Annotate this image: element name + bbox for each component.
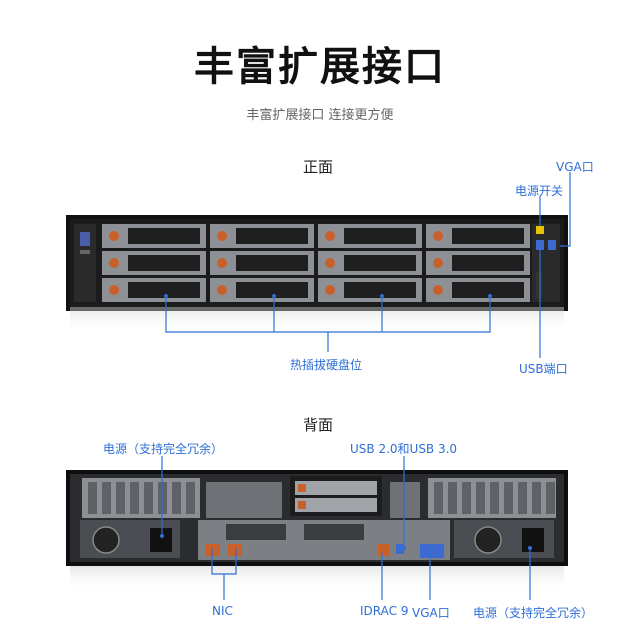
drive-bay (318, 278, 422, 302)
drive-bay-grid (102, 224, 530, 302)
psu-left-handle (150, 528, 172, 552)
expansion-slot (434, 482, 443, 514)
psu-right-handle (522, 528, 544, 552)
drive-led (433, 258, 443, 268)
expansion-slot (504, 482, 513, 514)
nic-port-1 (206, 544, 220, 556)
expansion-slot (116, 482, 125, 514)
drive-led (109, 258, 119, 268)
drive-led (109, 231, 119, 241)
idrac-port (378, 544, 390, 556)
drive-led (217, 258, 227, 268)
vga-port-icon (548, 240, 556, 250)
drive-led (217, 285, 227, 295)
drive-led (325, 231, 335, 241)
drive-bay (318, 251, 422, 275)
psu-right-label: 电源（支持完全冗余） (473, 606, 594, 620)
drive-bay (426, 251, 530, 275)
vga-label-front: VGA口 (556, 160, 594, 174)
drive-bay (210, 251, 314, 275)
expansion-slot (144, 482, 153, 514)
expansion-slot (476, 482, 485, 514)
nic-label: NIC (212, 604, 233, 618)
vga-rear-port (420, 544, 444, 558)
usb-rear-port (396, 544, 404, 554)
drive-bay (102, 224, 206, 248)
power-switch-label: 电源开关 (515, 184, 564, 198)
usb-port-icon (536, 240, 544, 250)
drive-bay (210, 278, 314, 302)
expansion-slot (88, 482, 97, 514)
expansion-slot (130, 482, 139, 514)
drive-bay (102, 251, 206, 275)
expansion-slot (518, 482, 527, 514)
drive-led (109, 285, 119, 295)
back-section-label: 背面 (302, 416, 333, 434)
expansion-slot (532, 482, 541, 514)
drive-led (325, 285, 335, 295)
drive-bay (426, 224, 530, 248)
drive-bay (426, 278, 530, 302)
page-subtitle: 丰富扩展接口 连接更方便 (246, 108, 394, 123)
front-callouts (165, 172, 571, 358)
back-callouts (161, 456, 531, 600)
expansion-slot (102, 482, 111, 514)
expansion-slot (546, 482, 555, 514)
usb-rear-label: USB 2.0和USB 3.0 (350, 442, 458, 456)
drive-led (433, 285, 443, 295)
idrac-label: IDRAC 9 (360, 604, 409, 618)
drive-led (325, 258, 335, 268)
nic-port-2 (228, 544, 242, 556)
expansion-slot (448, 482, 457, 514)
back-chassis (66, 470, 568, 592)
drive-led (217, 231, 227, 241)
psu-left-label: 电源（支持完全冗余） (103, 442, 224, 456)
drive-bay (210, 224, 314, 248)
expansion-slot (490, 482, 499, 514)
drive-bay (102, 278, 206, 302)
front-section-label: 正面 (302, 158, 333, 176)
usb-label-front: USB端口 (519, 362, 568, 376)
drive-led (433, 231, 443, 241)
vga-label-rear: VGA口 (412, 606, 450, 620)
power-switch-icon (536, 226, 544, 234)
expansion-slot (186, 482, 195, 514)
page-title: 丰富扩展接口 (194, 44, 446, 90)
drive-bay (318, 224, 422, 248)
hotswap-bays-label: 热插拔硬盘位 (290, 358, 363, 372)
expansion-slot (462, 482, 471, 514)
expansion-slot (172, 482, 181, 514)
